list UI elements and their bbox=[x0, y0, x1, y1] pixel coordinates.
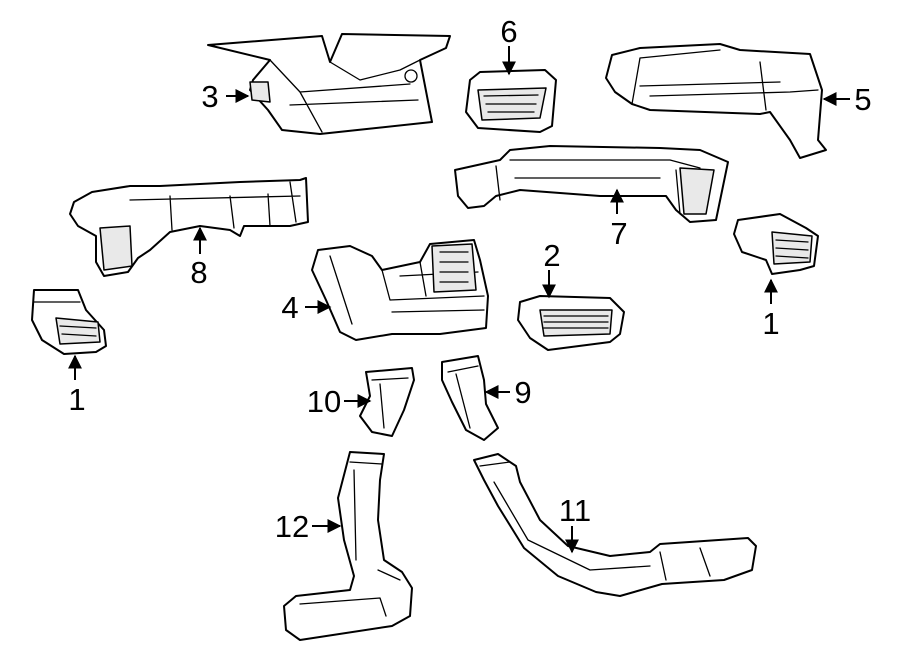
part-1-vent-left[interactable] bbox=[31, 289, 107, 355]
callout-7: 7 bbox=[610, 216, 627, 251]
callout-10: 10 bbox=[307, 384, 341, 419]
part-1-vent-right[interactable] bbox=[733, 213, 819, 275]
part-7-duct[interactable] bbox=[454, 145, 729, 223]
part-2-vent[interactable] bbox=[517, 295, 625, 351]
callout-2: 2 bbox=[543, 238, 560, 273]
part-5-duct[interactable] bbox=[605, 43, 827, 159]
callout-4: 4 bbox=[281, 290, 298, 325]
leader-lines bbox=[68, 46, 850, 554]
part-12-duct[interactable] bbox=[283, 451, 413, 641]
callout-1-right: 1 bbox=[762, 306, 779, 341]
part-11-duct[interactable] bbox=[473, 453, 757, 597]
callout-1-left: 1 bbox=[68, 382, 85, 417]
callout-8: 8 bbox=[190, 255, 207, 290]
part-9-duct[interactable] bbox=[441, 355, 499, 441]
part-8-duct[interactable] bbox=[69, 177, 309, 277]
callout-12: 12 bbox=[275, 509, 309, 544]
callout-6: 6 bbox=[500, 14, 517, 49]
callout-3: 3 bbox=[201, 79, 218, 114]
callout-labels: 3 6 5 7 8 2 1 4 1 10 9 12 11 bbox=[68, 14, 871, 544]
part-6-vent-housing[interactable] bbox=[465, 69, 557, 133]
callout-5: 5 bbox=[854, 82, 871, 117]
part-3-duct[interactable] bbox=[207, 33, 451, 135]
callout-11: 11 bbox=[559, 493, 591, 528]
part-4-center-housing[interactable] bbox=[311, 239, 489, 341]
callout-9: 9 bbox=[514, 375, 531, 410]
